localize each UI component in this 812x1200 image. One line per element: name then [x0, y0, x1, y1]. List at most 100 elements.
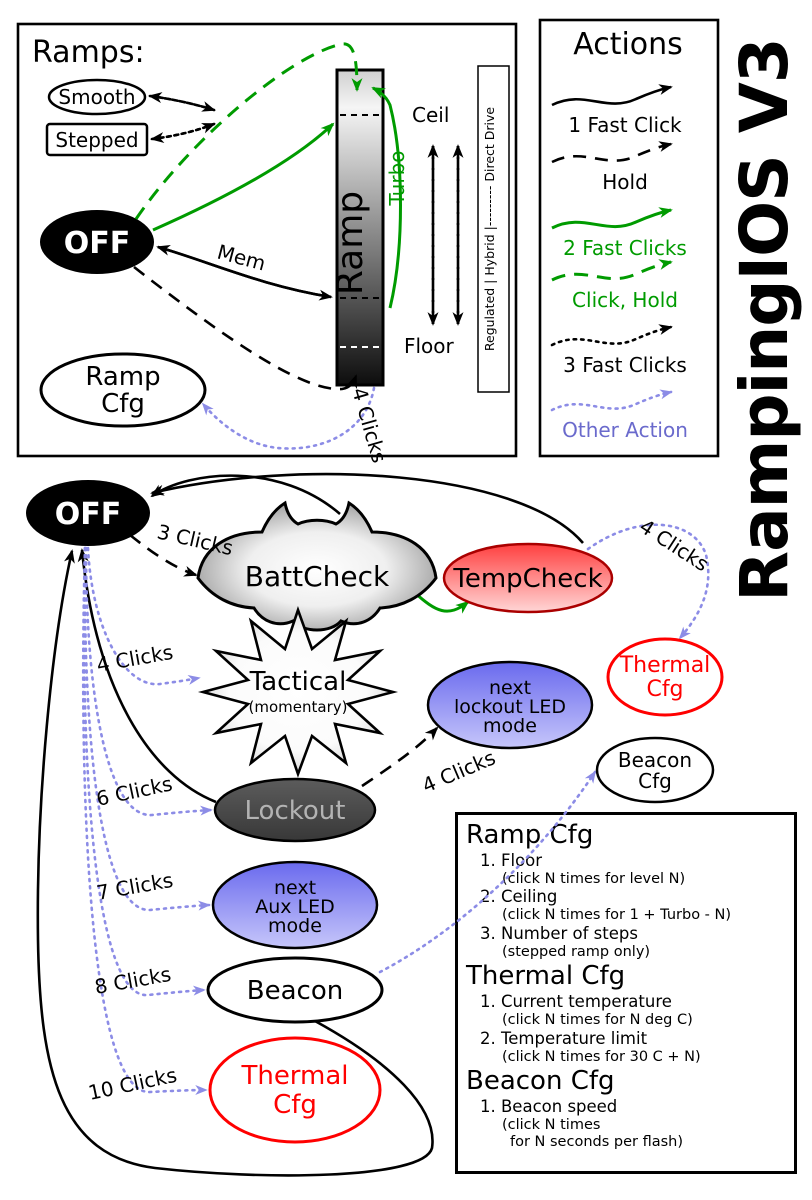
thermal-cfg-bottom-label-2: Cfg — [273, 1090, 317, 1120]
thermal-cfg-bottom-label-1: Thermal — [240, 1061, 348, 1091]
edge-lockout-lockoutled — [361, 726, 439, 788]
tactical-star-shape — [197, 606, 399, 778]
cfg-item: 3. Number of steps — [480, 923, 638, 943]
ramp-cfg-label-1: Ramp — [85, 362, 160, 392]
lockout-led-node — [426, 660, 594, 750]
actions-legend: Actions 1 Fast Click Hold 2 Fast Clicks … — [538, 18, 720, 458]
off-node-ramps — [40, 210, 154, 274]
legend-label-otheraction: Other Action — [562, 418, 688, 442]
cfg-item-sub: (click N times for 30 C + N) — [502, 1048, 701, 1065]
edge-battcheck-tempcheck — [412, 590, 470, 614]
legend-label-clickhold: Click, Hold — [572, 288, 678, 312]
tempcheck-label: TempCheck — [452, 564, 602, 594]
off-node-main — [26, 480, 150, 546]
tactical-label-2: (momentary) — [249, 698, 348, 716]
stepped-ramp-node — [45, 122, 149, 157]
edge-off-ceiling-2clicks — [152, 122, 335, 232]
lockout-led-label-3: mode — [483, 715, 537, 737]
edge-mem-reverse — [156, 244, 332, 299]
cfg-section-ramp: Ramp Cfg 1. Floor (click N times for lev… — [466, 820, 786, 960]
turbo-label: Turbo — [385, 150, 409, 206]
legend-arrow-2fastclicks — [551, 207, 673, 230]
beacon-cfg-label-2: Cfg — [638, 769, 672, 793]
main-diagram: OFF BattCheck TempCheck Thermal Cfg Tact… — [26, 472, 724, 1177]
cfg-item: 2. Ceiling — [480, 887, 558, 907]
edge-off-thermal-10clicks — [81, 546, 208, 1096]
cfg-item: 1. Beacon speed — [480, 1097, 618, 1117]
thermal-cfg-right-label-1: Thermal — [619, 653, 711, 678]
label-4clicks-tactical: 4 Clicks — [95, 640, 175, 677]
cfg-item: 2. Temperature limit — [480, 1028, 648, 1048]
floor-label: Floor — [404, 334, 455, 358]
aux-led-label-2: Aux LED — [255, 896, 335, 918]
label-3clicks: 3 Clicks — [155, 519, 236, 560]
lockout-label: Lockout — [245, 796, 346, 826]
cfg-section-title: Ramp Cfg — [466, 820, 594, 850]
edge-stepped-toggle-rev — [150, 122, 216, 143]
edge-off-tactical-4clicks — [86, 546, 201, 686]
legend-label-1fastclick: 1 Fast Click — [568, 113, 682, 137]
actions-legend-title: Actions — [573, 27, 683, 62]
drive-scale-frame — [477, 65, 510, 393]
ramp-cfg-label-2: Cfg — [101, 389, 145, 419]
legend-label-3fastclicks: 3 Fast Clicks — [563, 353, 687, 377]
edge-tempcheck-to-off — [150, 472, 584, 544]
legend-label-hold: Hold — [602, 170, 648, 194]
cfg-section-title: Beacon Cfg — [466, 1066, 615, 1097]
ramps-panel-title: Ramps: — [32, 35, 145, 70]
edge-lockout-to-off — [77, 548, 217, 804]
battcheck-label: BattCheck — [245, 560, 390, 593]
edge-tempcheck-thermalcfg-4clicks — [586, 523, 710, 640]
cfg-item-sub: (click N times for 1 + Turbo - N) — [502, 907, 732, 924]
thermal-cfg-node-bottom — [208, 1036, 382, 1144]
edge-off-beacon-8clicks — [82, 546, 206, 997]
thermal-cfg-right-label-2: Cfg — [646, 677, 683, 702]
legend-arrow-1fastclick — [551, 84, 673, 107]
cfg-item-sub: (click N times for level N) — [502, 870, 686, 887]
aux-led-node — [211, 860, 379, 950]
actions-legend-border — [538, 18, 720, 458]
legend-label-2fastclicks: 2 Fast Clicks — [563, 236, 687, 260]
cfg-section-beacon: Beacon Cfg 1. Beacon speed (click N time… — [466, 1066, 786, 1150]
off-label-ramps: OFF — [64, 226, 131, 261]
beacon-node — [206, 956, 384, 1024]
beacon-label: Beacon — [247, 976, 343, 1006]
off-label-main: OFF — [55, 497, 122, 532]
cfg-section-title: Thermal Cfg — [466, 961, 626, 992]
edge-battcheck-to-off — [150, 474, 341, 515]
ramps-panel: Ramps: Ramp Regulated | Hybrid |--------… — [16, 22, 518, 466]
tactical-label-1: Tactical — [249, 667, 347, 697]
ramp-cfg-node — [39, 352, 207, 428]
label-7clicks: 7 Clicks — [95, 868, 175, 905]
cfg-item-sub: (click N times for N deg C) — [502, 1012, 693, 1029]
edge-beacon-beaconcfg-4clicks — [378, 770, 597, 974]
smooth-ramp-node — [47, 78, 147, 116]
cfg-item-sub: for N seconds per flash) — [510, 1133, 683, 1150]
config-reference-panel: Ramp Cfg 1. Floor (click N times for lev… — [455, 812, 797, 1174]
cfg-item-sub: (stepped ramp only) — [502, 943, 651, 960]
edge-smooth-toggle-rev — [148, 92, 216, 112]
label-4clicks-beacon: 4 Clicks — [419, 745, 499, 797]
edge-off-auxled-7clicks — [83, 546, 211, 912]
tempcheck-node — [442, 542, 614, 614]
edge-turbo-ramp-up — [371, 86, 402, 309]
legend-arrow-clickhold — [551, 259, 673, 282]
lockout-node — [213, 777, 377, 843]
beacon-cfg-label-1: Beacon — [618, 748, 692, 772]
edge-off-lockout-6clicks — [84, 546, 213, 817]
edge-off-ramp-clickhold — [134, 42, 363, 220]
aux-led-label-3: mode — [268, 915, 322, 937]
ramp-bar-label: Ramp — [330, 191, 371, 295]
aux-led-label-1: next — [274, 877, 316, 899]
cfg-section-thermal: Thermal Cfg 1. Current temperature (clic… — [466, 961, 786, 1065]
thermal-cfg-node-right — [606, 637, 724, 717]
label-10clicks: 10 Clicks — [86, 1063, 179, 1105]
label-6clicks: 6 Clicks — [94, 771, 174, 811]
edge-beacon-to-off-loop — [36, 549, 434, 1177]
cfg-item: 1. Floor — [480, 851, 543, 870]
lockout-led-label-1: next — [489, 677, 531, 699]
smooth-ramp-label: Smooth — [58, 85, 135, 109]
lockout-led-label-2: lockout LED — [454, 696, 566, 718]
